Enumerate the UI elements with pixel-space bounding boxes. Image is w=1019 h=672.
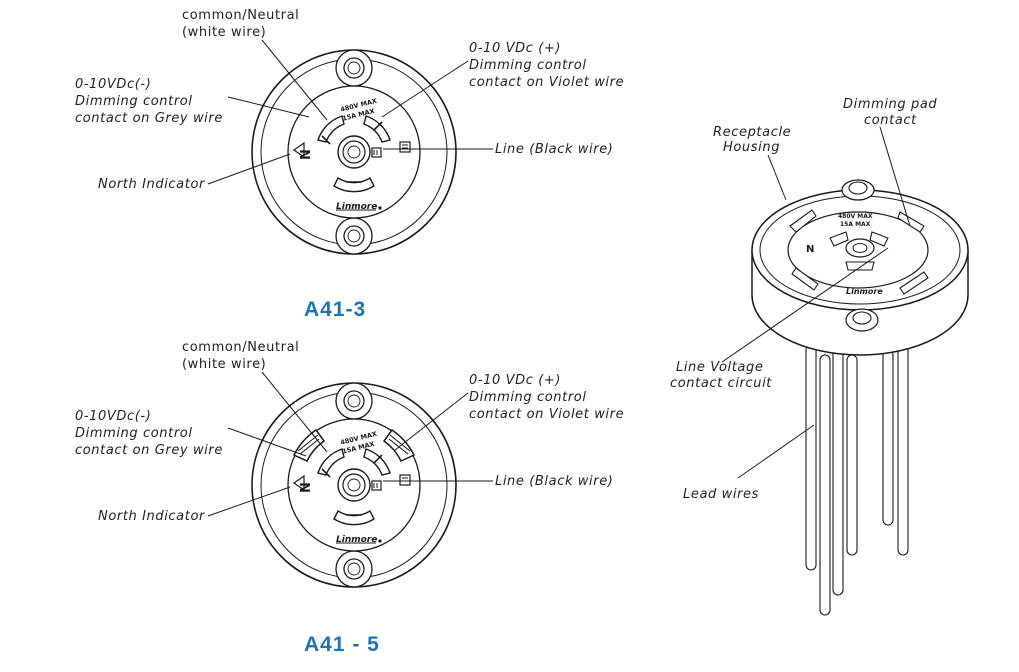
leader-dim-neg — [227, 96, 310, 118]
rating-480v: 480V MAX — [838, 213, 873, 220]
leader-neutral — [261, 39, 328, 121]
label-north: North Indicator — [98, 177, 205, 192]
leader-neutral — [261, 371, 328, 453]
top-view-a41-3: 480V MAX 15A MAX N Linmore — [207, 39, 493, 255]
label-dim-neg-line3: contact on Grey wire — [75, 443, 223, 458]
label-line: Line (Black wire) — [495, 474, 614, 489]
label-housing-line1: Receptacle — [713, 125, 792, 140]
leader-dim-pad — [879, 126, 911, 227]
label-neutral-line1: common/Neutral — [182, 8, 300, 23]
label-dim-neg-line1: 0-10VDc(-) — [75, 409, 152, 424]
label-dim-pos-line2: Dimming control — [469, 390, 587, 405]
leader-north — [207, 486, 291, 517]
top-view-a41-5: 480V MAX 15A MAX N Linmore — [207, 371, 493, 588]
label-dim-pad-line1: Dimming pad — [843, 97, 938, 112]
label-line-voltage-line2: contact circuit — [670, 376, 772, 391]
logo-text: Linmore — [336, 202, 377, 212]
label-neutral-line1: common/Neutral — [182, 340, 300, 355]
logo-text: Linmore — [336, 535, 377, 545]
label-neutral-line2: (white wire) — [182, 357, 267, 372]
leader-north — [207, 153, 291, 185]
label-dim-pos-line2: Dimming control — [469, 58, 587, 73]
label-dim-neg-line3: contact on Grey wire — [75, 111, 223, 126]
leader-line-voltage — [721, 247, 889, 363]
model-label-a41-5: A41 - 5 — [304, 633, 380, 656]
isometric-view: 480V MAX 15A MAX N Linmore — [721, 126, 969, 616]
label-neutral-line2: (white wire) — [182, 25, 267, 40]
label-dim-pos-line1: 0-10 VDc (+) — [469, 41, 562, 56]
leader-dim-neg — [227, 427, 307, 457]
label-dim-pos-line3: contact on Violet wire — [469, 407, 625, 422]
label-north: North Indicator — [98, 509, 205, 524]
leader-housing — [767, 154, 787, 201]
lead-wires — [805, 344, 909, 616]
label-dim-pos-line1: 0-10 VDc (+) — [469, 373, 562, 388]
label-dim-neg-line2: Dimming control — [75, 94, 193, 109]
label-lead-wires: Lead wires — [683, 487, 759, 502]
logo-text: Linmore — [846, 287, 883, 296]
n-mark: N — [299, 149, 314, 160]
leader-lead-wires — [737, 424, 815, 479]
leader-dim-pos — [381, 60, 469, 118]
label-line: Line (Black wire) — [495, 142, 614, 157]
rating-15a: 15A MAX — [840, 221, 871, 228]
label-housing-line2: Housing — [723, 140, 781, 155]
label-dim-pos-line3: contact on Violet wire — [469, 75, 625, 90]
label-dim-pad-line2: contact — [864, 113, 917, 128]
n-mark: N — [806, 244, 814, 255]
model-label-a41-3: A41-3 — [304, 298, 367, 321]
leader-dim-pos — [394, 392, 469, 451]
label-dim-neg-line2: Dimming control — [75, 426, 193, 441]
label-dim-neg-line1: 0-10VDc(-) — [75, 77, 152, 92]
n-mark: N — [299, 482, 314, 493]
label-line-voltage-line1: Line Voltage — [676, 360, 764, 375]
